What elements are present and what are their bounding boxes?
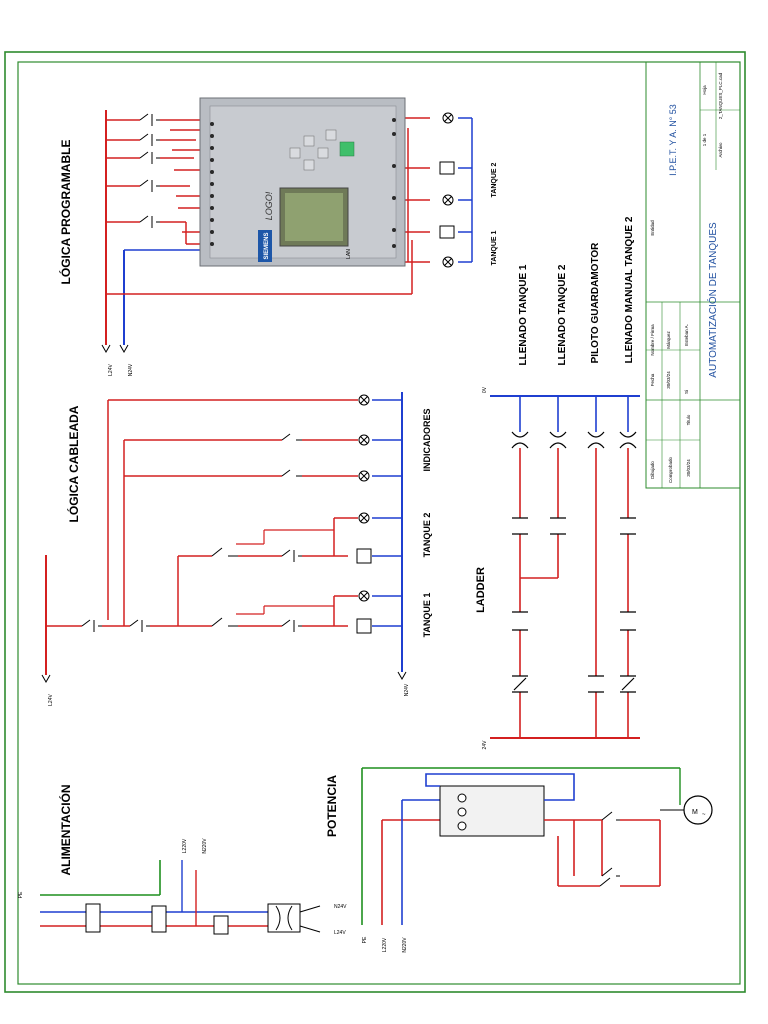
title-block-nombre-label: Nombre / Firma xyxy=(650,324,655,356)
wired-label-n24: N24V xyxy=(404,683,410,696)
label-tanque1-wired: TANQUE 1 xyxy=(422,593,432,638)
supply-label-pe: PE xyxy=(18,891,24,898)
wired-logic-section: L24V N24V xyxy=(41,392,410,706)
supply-section: PE N24V L24V L220V N220V xyxy=(18,838,347,936)
title-block-entidad-label: Entidad xyxy=(650,220,655,236)
ladder-section: 24V 0V xyxy=(482,386,640,749)
plc-lan-label: LAN xyxy=(346,249,352,259)
power-label-l220: L220V xyxy=(382,937,388,952)
power-label-pe: PE xyxy=(362,936,368,943)
supply-label-n24v-out: N24V xyxy=(334,904,347,910)
plc-section: SIEMENS LOGO! LAN L24V N24V xyxy=(101,97,473,376)
plc-label-n24: N24V xyxy=(128,363,134,376)
title-block: I.P.E.T. Y A. N° 53 AUTOMATIZACIÓN DE TA… xyxy=(645,61,741,489)
title-block-hoja-label: Hoja xyxy=(702,85,707,95)
wired-lamps xyxy=(356,394,372,634)
title-block-fecha-label: Fecha xyxy=(650,373,655,386)
ladder-rung-label-2: LLENADO TANQUE 2 xyxy=(557,264,568,365)
supply-label-l24v-out: L24V xyxy=(334,930,346,936)
title-block-sheet: 1 de 1 xyxy=(702,133,707,146)
ladder-coils xyxy=(511,431,637,449)
wired-label-l24: L24V xyxy=(48,694,54,706)
motor-symbol: M ~ xyxy=(660,795,713,825)
svg-text:M: M xyxy=(692,809,698,816)
plc-model: LOGO! xyxy=(264,191,274,220)
title-block-dibujado-label: Dibujado xyxy=(650,461,655,479)
power-label-n220: N220V xyxy=(402,937,408,953)
title-block-author: Márquez xyxy=(666,331,671,349)
section-title-logica-cableada: LÓGICA CABLEADA xyxy=(66,405,81,522)
label-tanque1-plc: TANQUE 1 xyxy=(491,230,498,265)
title-block-checker: Esteban A. xyxy=(684,324,689,346)
label-indicadores: INDICADORES xyxy=(422,408,432,471)
label-tanque2-wired: TANQUE 2 xyxy=(422,513,432,558)
ladder-contacts xyxy=(512,517,636,693)
ladder-label-0v: 0V xyxy=(482,386,488,393)
plc-logo-module: SIEMENS LOGO! LAN xyxy=(199,97,406,267)
title-block-archivo-label: Archivo xyxy=(718,142,723,158)
power-section: M ~ PE L220V N220V xyxy=(361,767,713,953)
section-title-alimentacion: ALIMENTACIÓN xyxy=(58,784,73,875)
ladder-rung-label-4: LLENADO MANUAL TANQUE 2 xyxy=(624,216,635,363)
outer-border xyxy=(4,51,746,993)
title-block-file: 2_TANQUES_PLC.cad xyxy=(718,72,723,119)
ladder-rung-label-1: LLENADO TANQUE 1 xyxy=(518,264,529,365)
title-block-date1: 30/03/24 xyxy=(666,371,671,389)
label-tanque2-plc: TANQUE 2 xyxy=(491,162,498,197)
section-title-ladder: LADDER xyxy=(475,567,487,613)
supply-label-l220: L220V xyxy=(182,838,188,853)
title-block-date2: 30/03/24 xyxy=(686,459,691,477)
inner-border xyxy=(17,61,741,985)
title-block-si: Si xyxy=(684,390,689,394)
plc-output-lamps xyxy=(439,112,455,268)
svg-text:~: ~ xyxy=(702,812,706,818)
section-title-potencia: POTENCIA xyxy=(325,775,339,837)
ladder-label-24v: 24V xyxy=(482,740,488,750)
title-block-titulo-label: Titulo xyxy=(686,414,691,425)
section-title-logica-programable: LÓGICA PROGRAMABLE xyxy=(58,140,73,285)
supply-label-n220: N220V xyxy=(202,838,208,854)
plc-brand: SIEMENS xyxy=(264,232,270,259)
title-block-school: I.P.E.T. Y A. N° 53 xyxy=(668,104,678,176)
title-block-project: AUTOMATIZACIÓN DE TANQUES xyxy=(706,222,719,378)
title-block-comprobado-label: Comprobado xyxy=(668,456,673,483)
ladder-rung-label-3: PILOTO GUARDAMOTOR xyxy=(590,242,601,364)
plc-label-l24: L24V xyxy=(108,364,114,376)
guardamotor-block xyxy=(439,785,545,837)
